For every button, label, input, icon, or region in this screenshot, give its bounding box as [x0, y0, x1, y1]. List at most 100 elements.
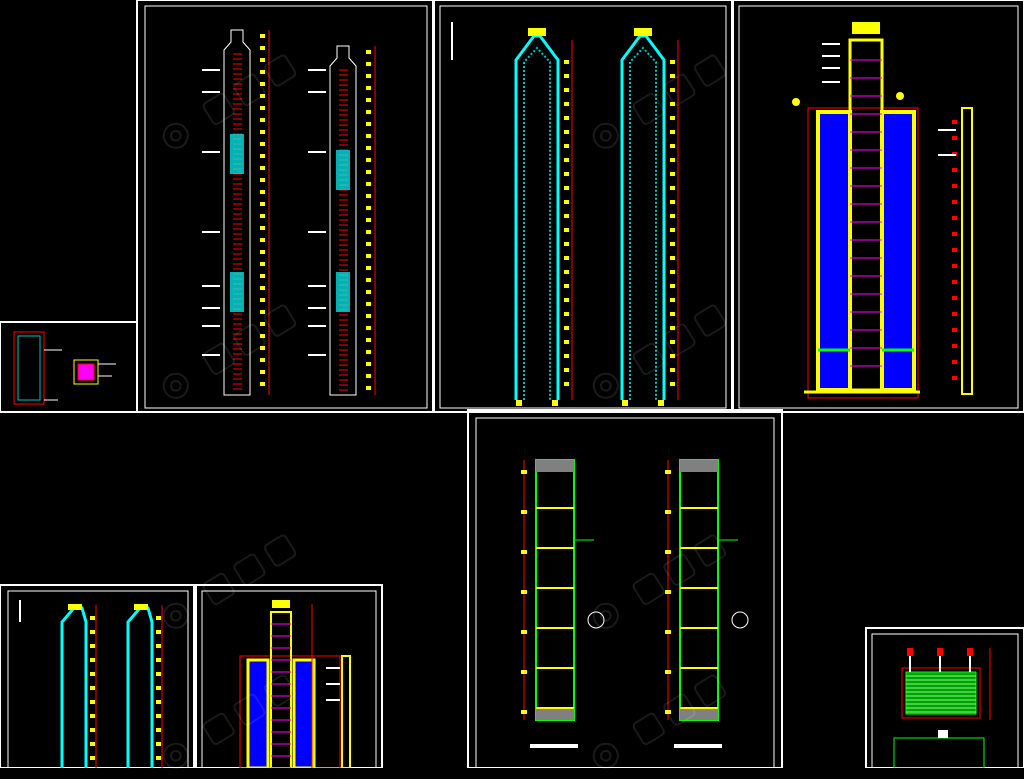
tick-mark: [521, 670, 527, 674]
left-bay: [246, 658, 270, 768]
caption-line: [674, 744, 722, 748]
tick-mark: [564, 200, 569, 204]
tick-mark: [90, 658, 95, 662]
tick-mark: [156, 728, 161, 732]
tick-mark: [260, 214, 265, 218]
tick-mark: [564, 186, 569, 190]
tick-mark: [366, 266, 371, 270]
base-marker: [516, 400, 522, 406]
tick-mark: [564, 284, 569, 288]
tick-mark: [260, 178, 265, 182]
tick-mark: [564, 74, 569, 78]
tick-mark: [156, 700, 161, 704]
tick-mark: [366, 194, 371, 198]
tick-mark: [260, 346, 265, 350]
tick-mark: [366, 170, 371, 174]
tick-mark: [260, 118, 265, 122]
tick-mark: [260, 106, 265, 110]
cyan-column-elevations: [451, 22, 679, 406]
tick-mark: [564, 326, 569, 330]
tick-mark: [156, 644, 161, 648]
tick-mark: [260, 166, 265, 170]
tick-mark: [952, 280, 957, 284]
tick-mark: [952, 376, 957, 380]
tick-mark: [366, 362, 371, 366]
base-marker: [658, 400, 664, 406]
tick-mark: [952, 136, 957, 140]
rack-bottom-hatch: [680, 708, 718, 720]
tick-mark: [952, 200, 957, 204]
tick-mark: [564, 228, 569, 232]
cap-marker: [634, 28, 652, 36]
tick-mark: [366, 338, 371, 342]
tick-mark: [260, 358, 265, 362]
tick-mark: [90, 742, 95, 746]
tick-mark: [366, 98, 371, 102]
tick-mark: [952, 120, 957, 124]
tick-mark: [521, 550, 527, 554]
hatched-panel: [230, 272, 244, 312]
tick-mark: [366, 122, 371, 126]
tick-mark: [952, 344, 957, 348]
tick-mark: [670, 88, 675, 92]
tick-mark: [90, 728, 95, 732]
tick-mark: [260, 334, 265, 338]
tick-mark: [564, 158, 569, 162]
tick-mark: [564, 130, 569, 134]
tick-mark: [260, 226, 265, 230]
hatched-panel: [336, 150, 350, 190]
tick-mark: [952, 296, 957, 300]
base-marker: [552, 400, 558, 406]
tick-mark: [952, 216, 957, 220]
tick-mark: [665, 470, 671, 474]
tick-mark: [521, 510, 527, 514]
tick-mark: [952, 360, 957, 364]
column-outline: [60, 606, 88, 768]
tick-mark: [260, 190, 265, 194]
tick-mark: [665, 590, 671, 594]
tick-mark: [670, 326, 675, 330]
tick-mark: [156, 714, 161, 718]
tick-mark: [670, 270, 675, 274]
tick-mark: [670, 242, 675, 246]
tick-mark: [564, 368, 569, 372]
tick-mark: [260, 70, 265, 74]
tick-mark: [260, 58, 265, 62]
callout-circle: [896, 92, 904, 100]
tick-mark: [260, 94, 265, 98]
tick-mark: [366, 314, 371, 318]
tick-mark: [366, 86, 371, 90]
tick-mark: [670, 382, 675, 386]
tick-mark: [665, 670, 671, 674]
tick-mark: [564, 270, 569, 274]
outer-frame: [807, 107, 919, 399]
tick-mark: [156, 686, 161, 690]
rack-top-hatch: [680, 460, 718, 472]
column-inner: [629, 46, 657, 400]
tick-mark: [670, 298, 675, 302]
tick-mark: [156, 742, 161, 746]
green-hatched-block: [901, 667, 981, 719]
detail-callout: [587, 611, 605, 629]
cap-marker: [528, 28, 546, 36]
tick-mark: [90, 630, 95, 634]
tick-mark: [366, 62, 371, 66]
side-rail: [961, 107, 973, 395]
tick-mark: [952, 328, 957, 332]
tick-mark: [260, 130, 265, 134]
side-rail: [341, 655, 351, 768]
tick-mark: [564, 214, 569, 218]
tick-mark: [260, 250, 265, 254]
tick-mark: [670, 256, 675, 260]
tick-mark: [366, 350, 371, 354]
tick-mark: [156, 756, 161, 760]
tower-outline: [223, 29, 251, 396]
tick-mark: [670, 74, 675, 78]
tick-mark: [260, 46, 265, 50]
rack-bottom-hatch: [536, 708, 574, 720]
tick-mark: [90, 756, 95, 760]
tick-mark: [366, 158, 371, 162]
tick-mark: [260, 262, 265, 266]
